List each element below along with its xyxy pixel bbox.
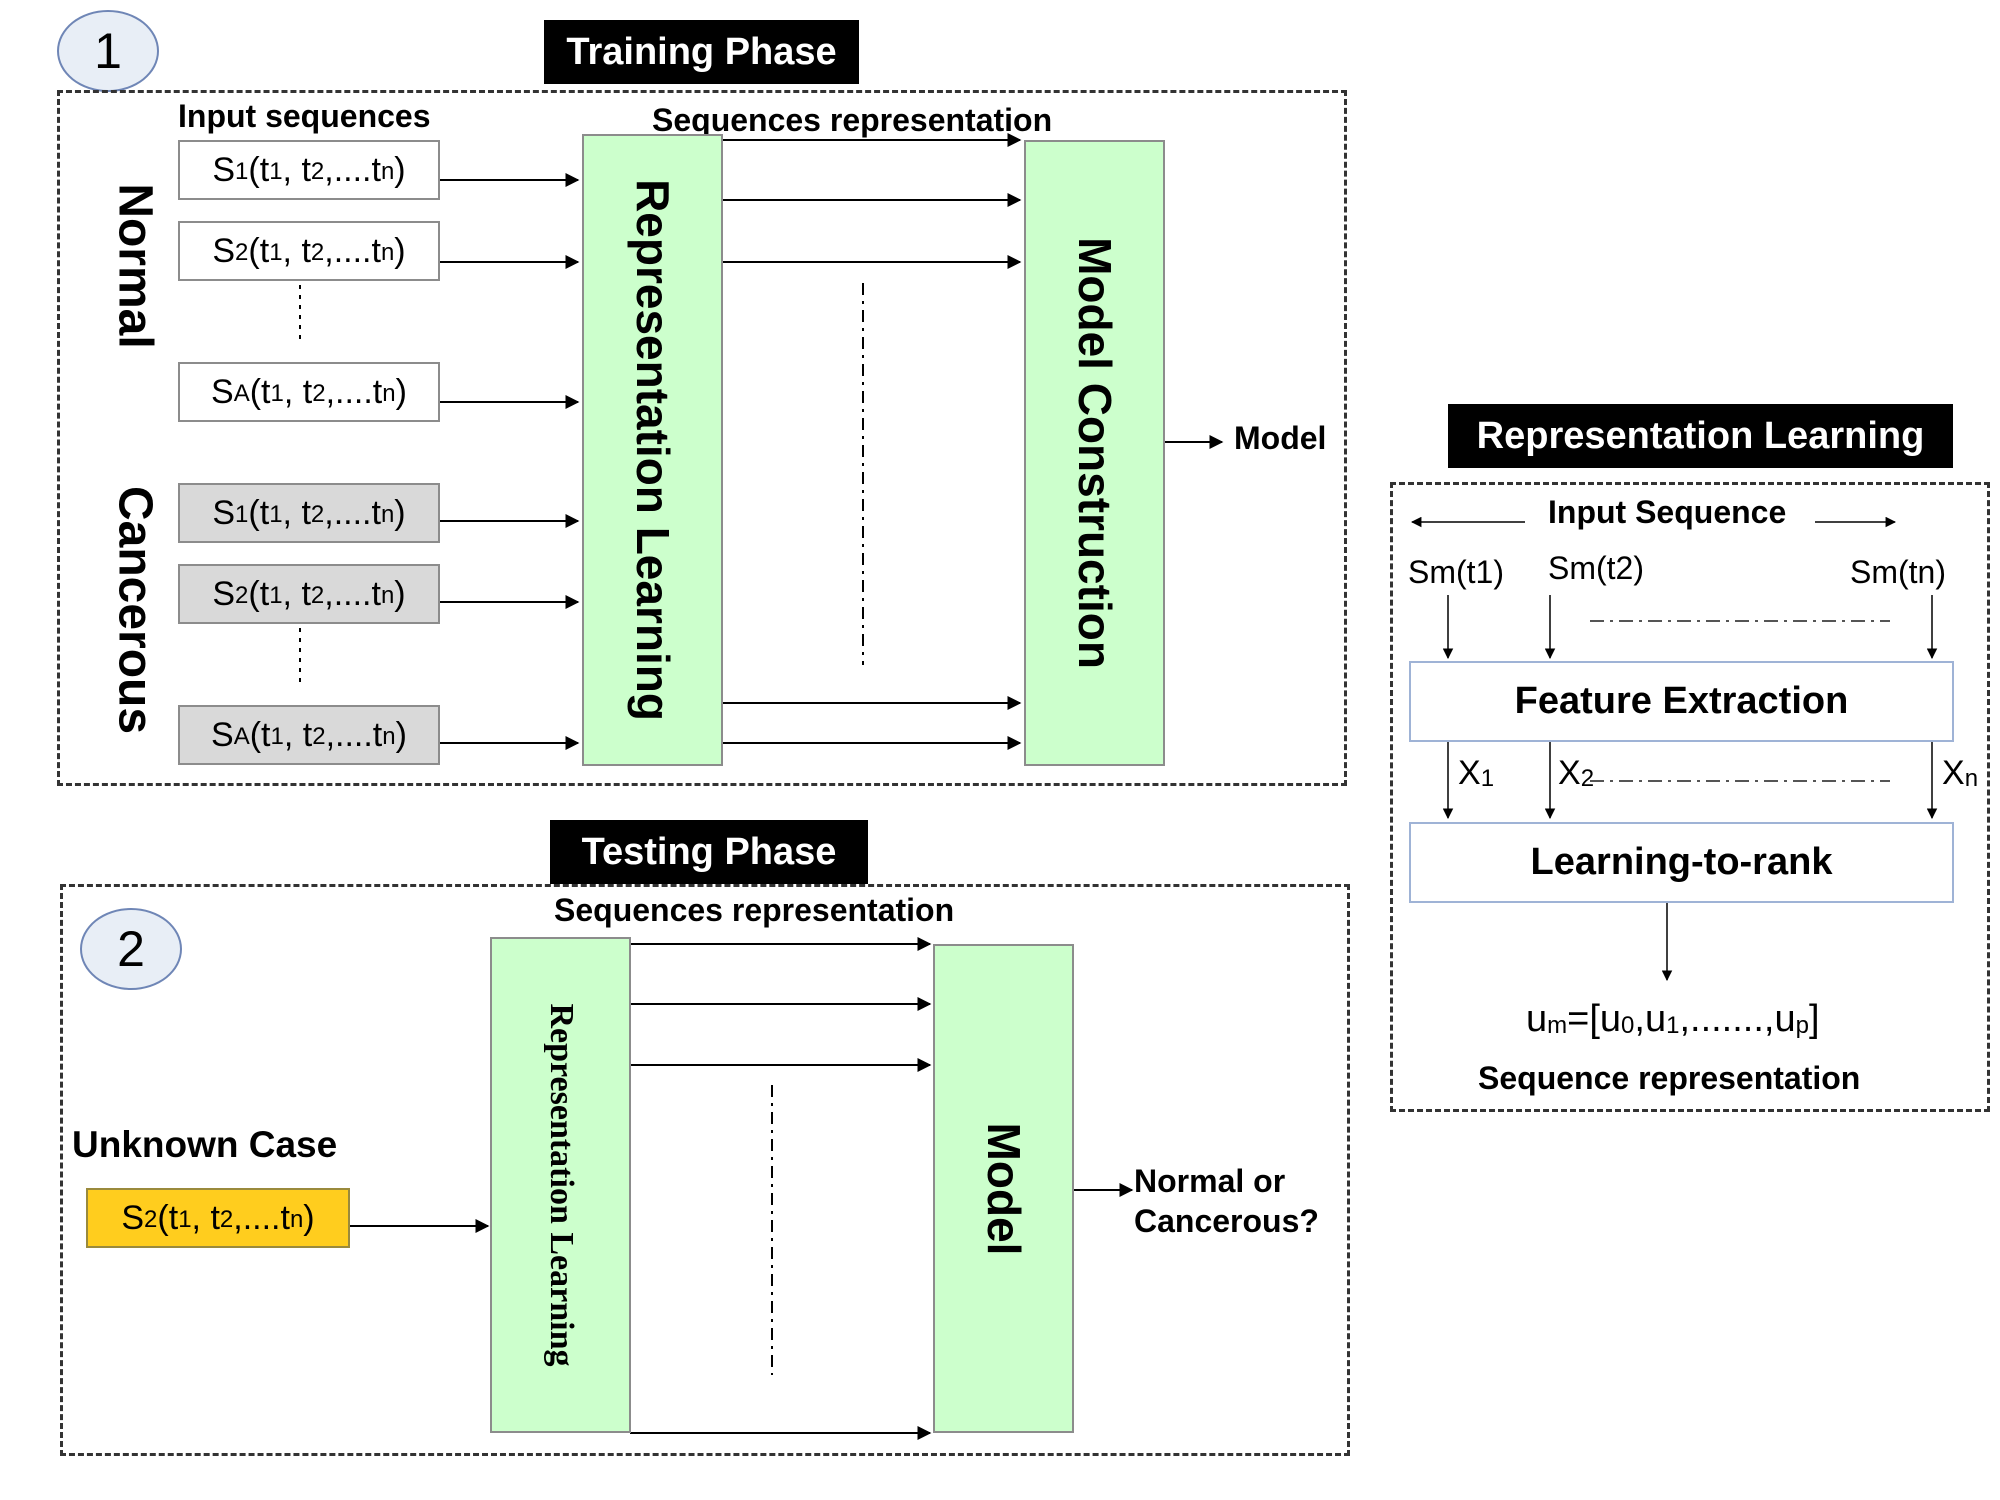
- sequence-representation-label: Sequence representation: [1478, 1060, 1861, 1096]
- model-block: Model: [933, 944, 1074, 1433]
- model-output-label: Model: [1234, 420, 1327, 456]
- training-representation-learning-label: Representation Learning: [626, 179, 679, 721]
- cancerous-group-label-box: Cancerous: [100, 480, 170, 740]
- testing-phase-title: Testing Phase: [550, 820, 868, 884]
- step-1-number: 1: [94, 23, 122, 79]
- input-sequences-label: Input sequences: [178, 98, 431, 134]
- input-to-feature-arrows: [1442, 595, 1938, 660]
- xn-label: Xn: [1942, 754, 1979, 792]
- model-block-label: Model: [977, 1122, 1030, 1255]
- input-sequence-label: Input Sequence: [1548, 494, 1787, 530]
- training-representation-learning-block: Representation Learning: [582, 134, 723, 766]
- normal-group-label-box: Normal: [100, 176, 170, 356]
- training-input-arrows: [440, 173, 580, 750]
- training-sequences-representation-label: Sequences representation: [652, 102, 1053, 138]
- representation-learning-frame: [1390, 482, 1990, 1112]
- model-construction-block: Model Construction: [1024, 140, 1165, 766]
- unknown-case-label: Unknown Case: [72, 1124, 338, 1165]
- step-2-badge: 2: [80, 908, 182, 990]
- x2-label: X2: [1558, 754, 1595, 792]
- sequence-representation-formula: um=[u0,u1,.......,up]: [1526, 998, 1820, 1040]
- cancerous-label: Cancerous: [108, 485, 162, 735]
- testing-output-label-line2: Cancerous?: [1134, 1203, 1319, 1239]
- testing-sequences-representation-label: Sequences representation: [554, 892, 955, 928]
- step-1-badge: 1: [57, 10, 159, 92]
- sm-t2-label: Sm(t2): [1548, 550, 1644, 586]
- feature-to-rank-arrows: [1442, 742, 1938, 820]
- testing-output-label-line1: Normal or: [1134, 1163, 1286, 1199]
- step-2-number: 2: [117, 921, 145, 977]
- testing-representation-arrows: [630, 937, 932, 1440]
- training-phase-title: Training Phase: [544, 20, 859, 84]
- sm-tn-label: Sm(tn): [1850, 554, 1946, 590]
- training-phase-frame: [57, 90, 1347, 786]
- learning-to-rank-label: Learning-to-rank: [1530, 841, 1833, 883]
- x1-label: X1: [1458, 754, 1495, 792]
- testing-phase-frame: [60, 884, 1350, 1456]
- model-construction-label: Model Construction: [1068, 237, 1121, 669]
- learning-to-rank-box: Learning-to-rank: [1409, 822, 1954, 903]
- sm-t1-label: Sm(t1): [1408, 554, 1504, 590]
- testing-representation-learning-block: Representation Learning: [490, 937, 631, 1433]
- normal-label: Normal: [108, 183, 162, 349]
- training-representation-arrows: [722, 133, 1022, 750]
- feature-extraction-label: Feature Extraction: [1514, 680, 1849, 722]
- testing-representation-learning-label: Representation Learning: [542, 1003, 580, 1367]
- representation-learning-title: Representation Learning: [1448, 404, 1953, 468]
- feature-extraction-box: Feature Extraction: [1409, 661, 1954, 742]
